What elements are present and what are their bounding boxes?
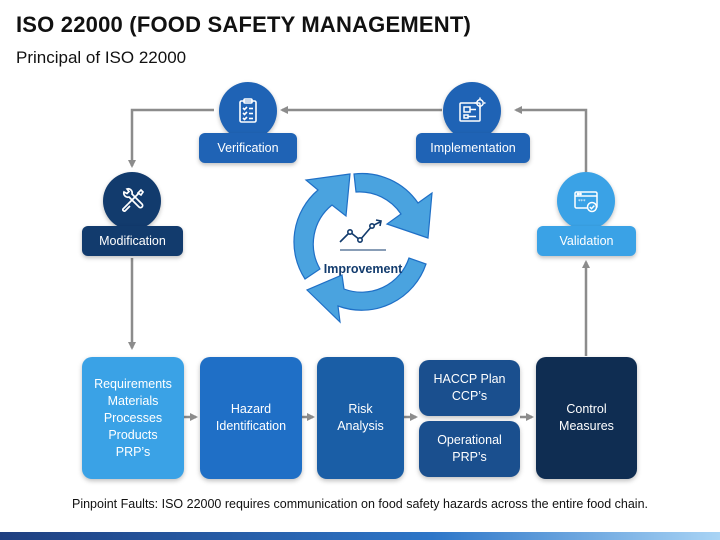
browser-check-icon: *** bbox=[557, 172, 615, 230]
risk-line-2: Analysis bbox=[337, 419, 384, 433]
validation-label: Validation bbox=[537, 226, 636, 256]
cycle-arrow-bottom bbox=[305, 257, 427, 324]
cycle-arrow-top bbox=[353, 172, 433, 239]
control-line-1: Control bbox=[566, 402, 607, 416]
control-line-2: Measures bbox=[559, 419, 614, 433]
risk-analysis-box: Risk Analysis bbox=[317, 357, 404, 479]
clipboard-checklist-icon bbox=[219, 82, 277, 140]
modification-label: Modification bbox=[82, 226, 183, 256]
wrench-screwdriver-icon bbox=[103, 172, 161, 230]
risk-line-1: Risk bbox=[348, 402, 373, 416]
requirements-line-3: Processes bbox=[103, 410, 163, 425]
haccp-line-2: CCP’s bbox=[451, 389, 488, 403]
page-title: ISO 22000 (FOOD SAFETY MANAGEMENT) bbox=[16, 12, 472, 37]
operational-line-2: PRP’s bbox=[452, 450, 487, 464]
operational-prp-box: Operational PRP’s bbox=[419, 421, 520, 477]
improvement-label: Improvement bbox=[323, 262, 403, 276]
requirements-line-2: Materials bbox=[107, 393, 159, 408]
haccp-line-1: HACCP Plan bbox=[433, 372, 506, 386]
footer-note: Pinpoint Faults: ISO 22000 requires comm… bbox=[71, 497, 649, 511]
hazard-line-1: Hazard bbox=[230, 402, 272, 416]
blueprint-gear-icon bbox=[443, 82, 501, 140]
trend-chart-icon bbox=[339, 219, 386, 251]
svg-text:***: *** bbox=[578, 199, 586, 205]
haccp-plan-box: HACCP Plan CCP’s bbox=[419, 360, 520, 416]
requirements-line-1: Requirements bbox=[94, 376, 172, 391]
cycle-arrow-left bbox=[293, 173, 351, 280]
connector-verification-modification bbox=[128, 108, 214, 168]
bottom-accent-bar bbox=[0, 532, 720, 540]
verification-label: Verification bbox=[199, 133, 297, 163]
implementation-label: Implementation bbox=[416, 133, 530, 163]
hazard-identification-box: Hazard Identification bbox=[200, 357, 302, 479]
requirements-box: Requirements Materials Processes Product… bbox=[82, 357, 184, 479]
requirements-line-5: PRP’s bbox=[115, 444, 151, 459]
operational-line-1: Operational bbox=[437, 433, 502, 447]
hazard-line-2: Identification bbox=[215, 419, 287, 433]
requirements-line-4: Products bbox=[108, 427, 158, 442]
control-measures-box: Control Measures bbox=[536, 357, 637, 479]
connector-validation-implementation bbox=[514, 106, 588, 172]
page-subtitle: Principal of ISO 22000 bbox=[16, 48, 187, 67]
